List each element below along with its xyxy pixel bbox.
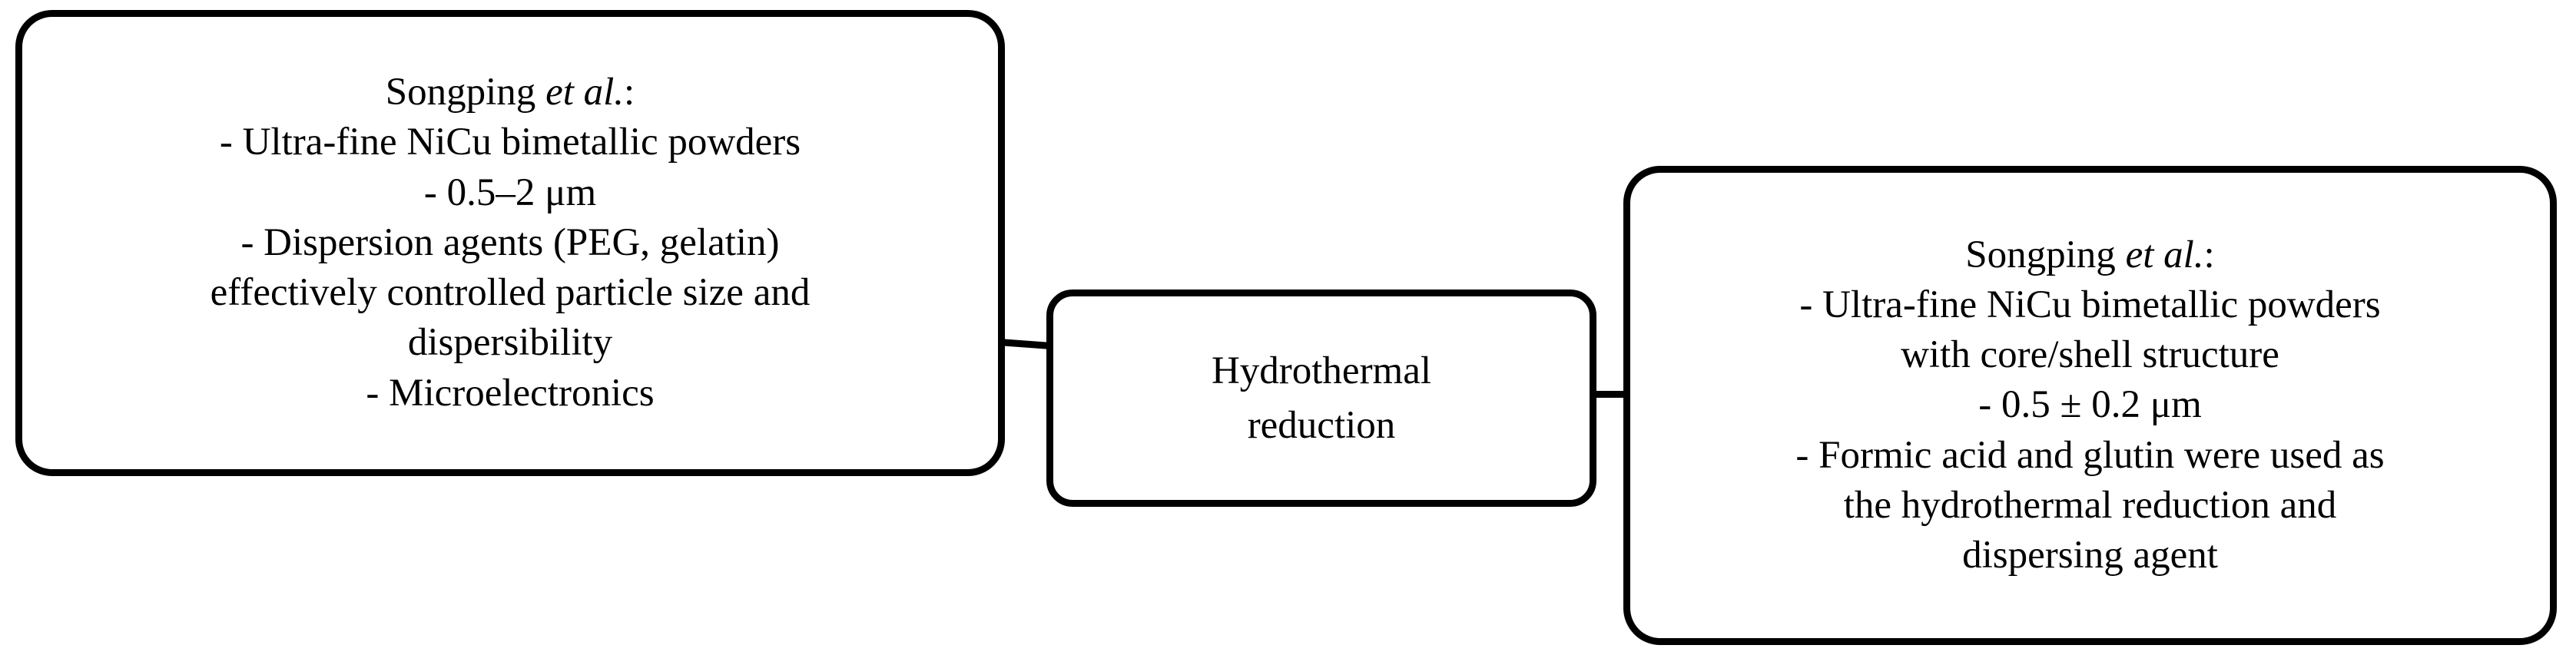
process-node[interactable]: Hydrothermal reduction	[1046, 289, 1596, 507]
connector-left-to-middle	[998, 339, 1053, 350]
right-study-node[interactable]: Songping et al.: - Ultra-fine NiCu bimet…	[1623, 166, 2557, 645]
process-node-label: Hydrothermal reduction	[1211, 349, 1432, 447]
right-study-node-body: - Ultra-fine NiCu bimetallic powders wit…	[1795, 283, 2385, 577]
connector-middle-to-right	[1590, 391, 1630, 398]
left-study-node[interactable]: Songping et al.: - Ultra-fine NiCu bimet…	[15, 10, 1005, 476]
right-study-node-author-suffix: et al.	[2125, 233, 2204, 276]
right-study-node-author: Songping	[1965, 233, 2116, 276]
left-study-node-body: - Ultra-fine NiCu bimetallic powders - 0…	[210, 121, 811, 415]
right-study-node-content: Songping et al.: - Ultra-fine NiCu bimet…	[1795, 233, 2385, 577]
left-study-node-content: Songping et al.: - Ultra-fine NiCu bimet…	[210, 71, 811, 415]
left-study-node-author-suffix: et al.	[545, 71, 625, 114]
left-study-node-author: Songping	[385, 71, 536, 114]
